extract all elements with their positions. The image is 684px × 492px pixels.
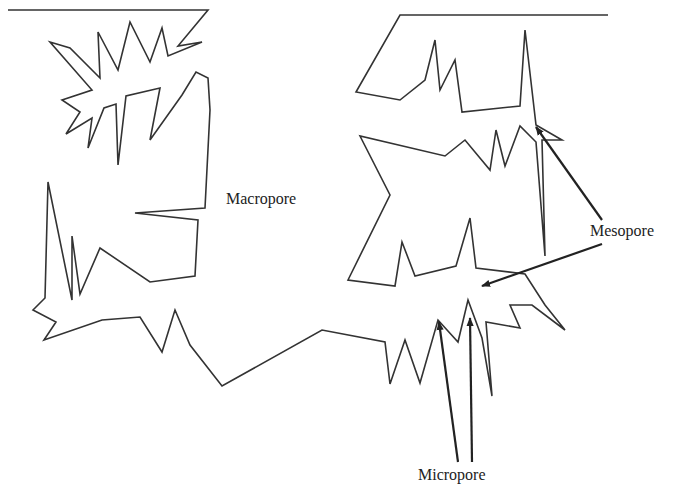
pore-wall: [8, 10, 608, 396]
pore-label: Macropore: [226, 190, 296, 208]
leader-line: [536, 127, 602, 220]
leader-line: [439, 322, 458, 462]
pore-label: Micropore: [418, 466, 486, 484]
pore-label: Mesopore: [590, 222, 654, 240]
leader-line: [482, 244, 602, 286]
leader-line: [470, 318, 472, 462]
